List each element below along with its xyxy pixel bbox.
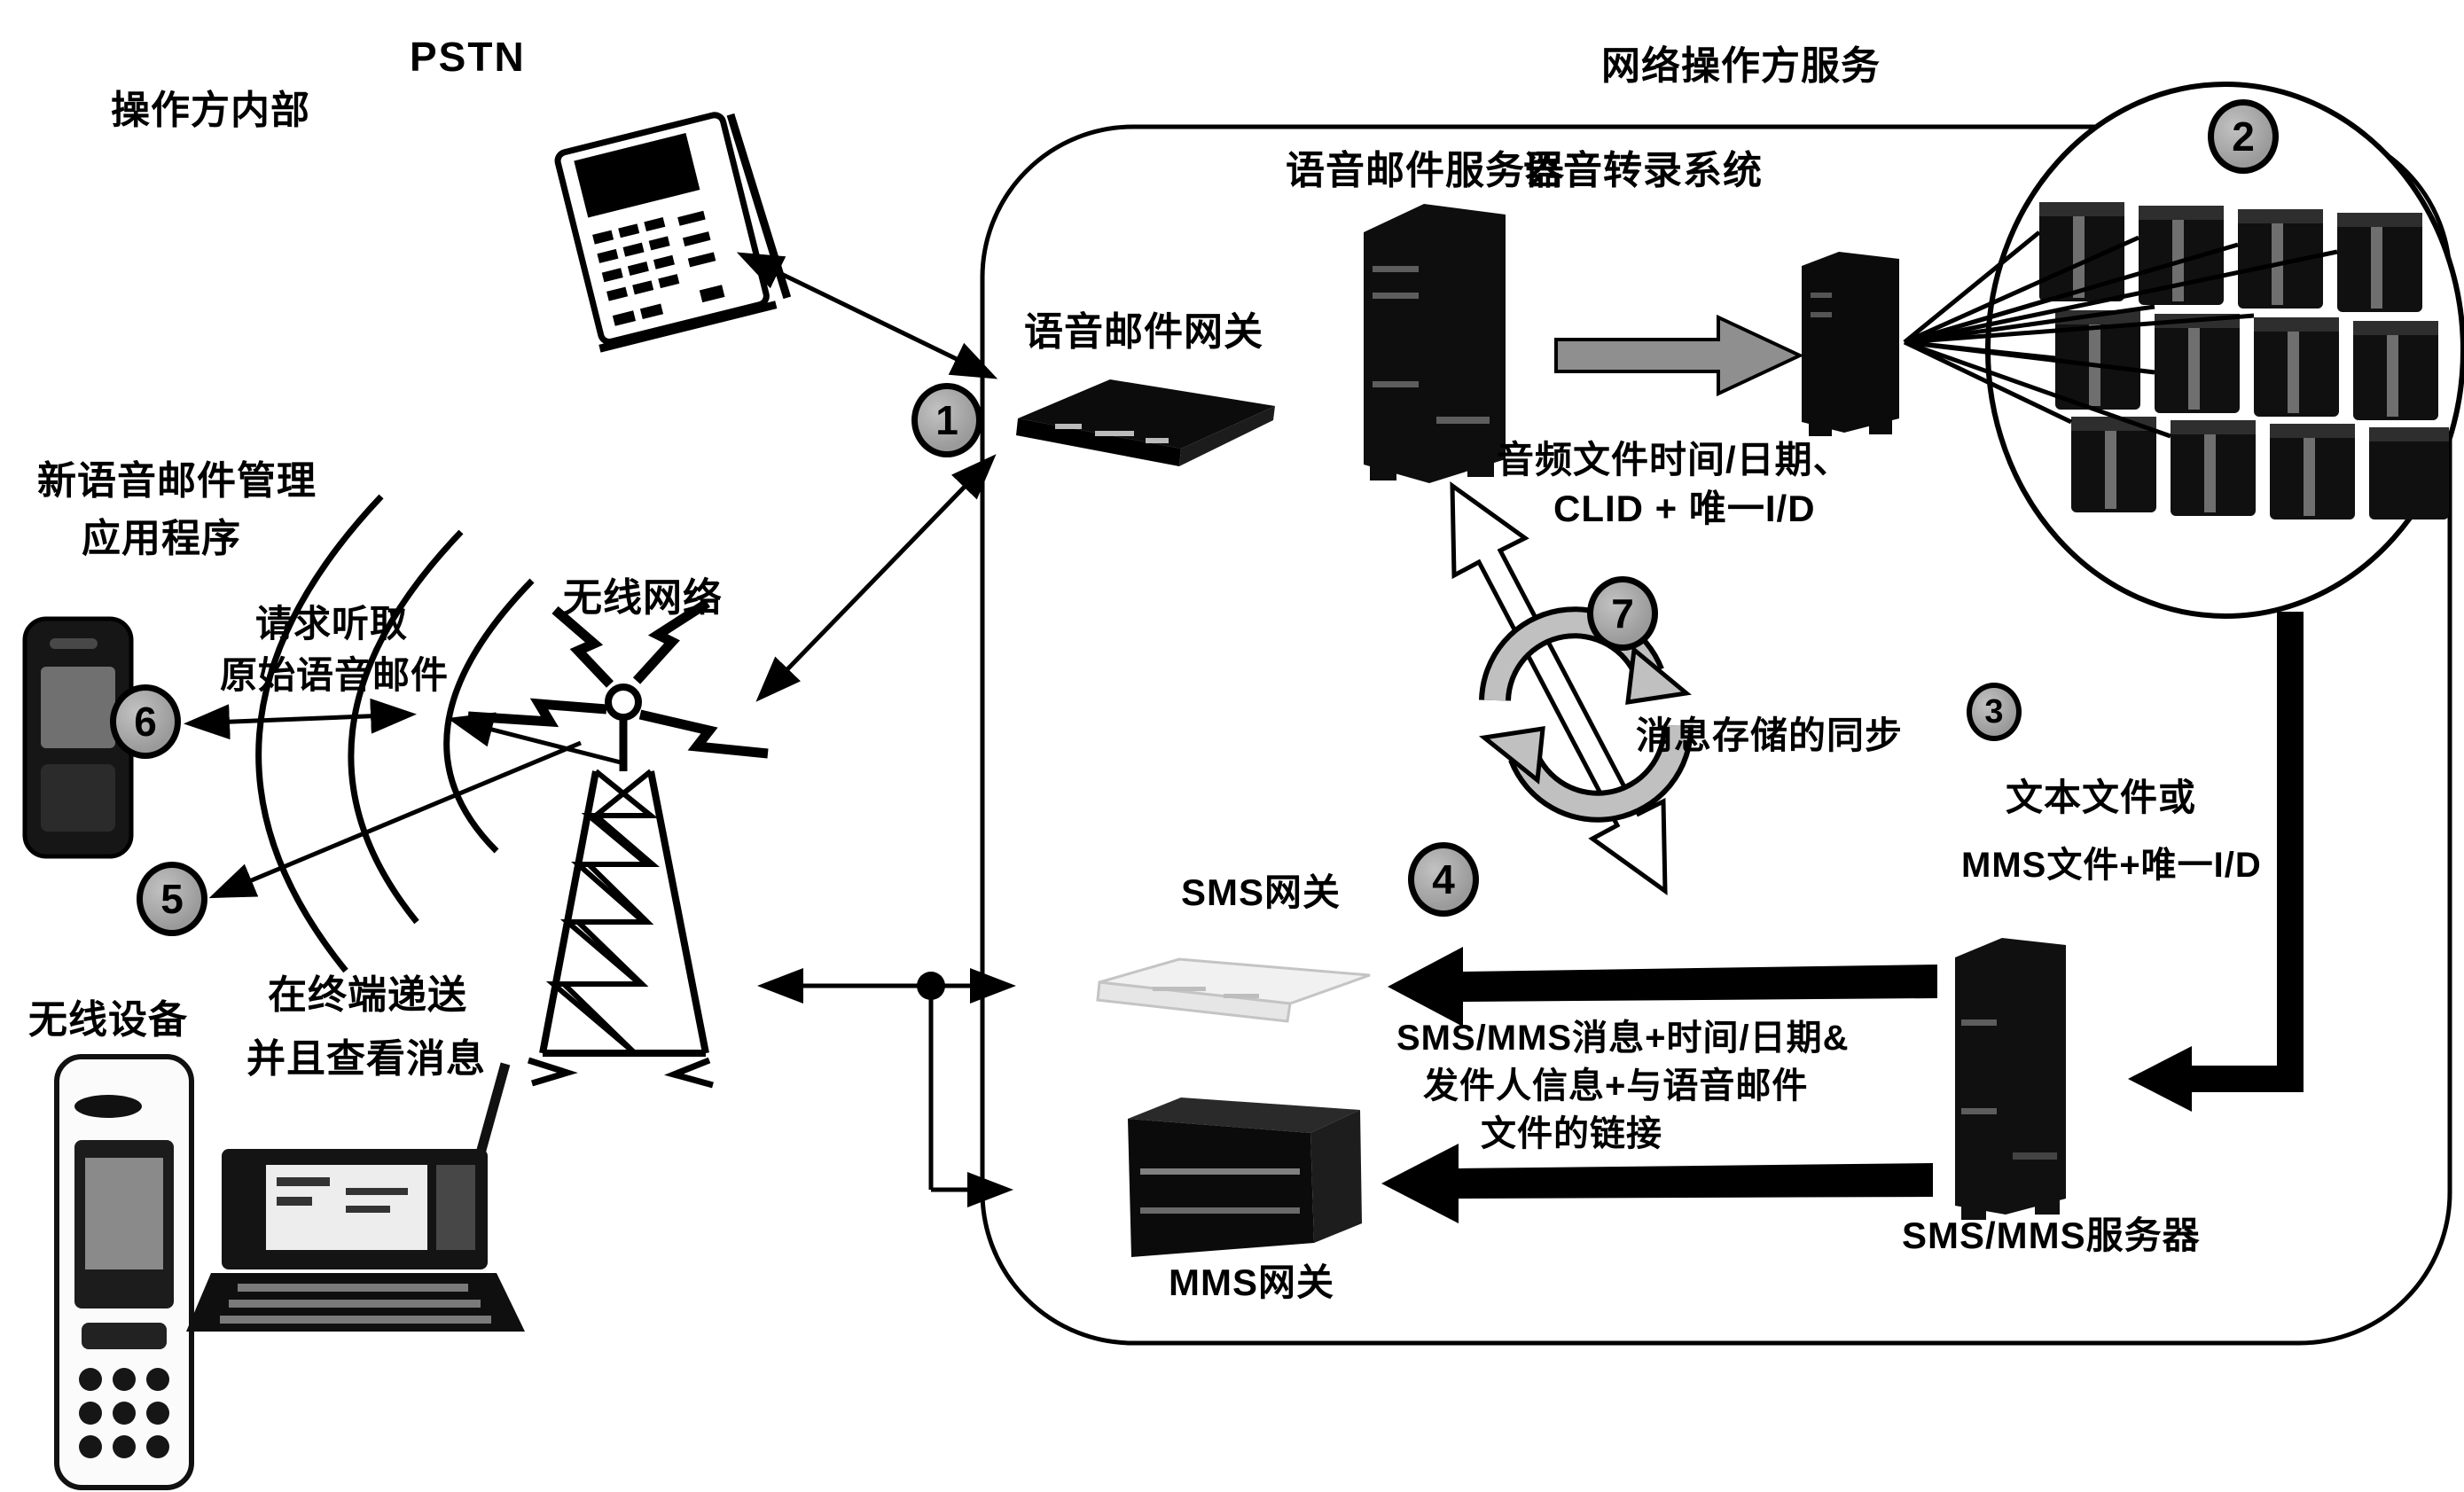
step-circle-4: 4	[1408, 842, 1479, 917]
node-label-voicemail-server: 语音邮件服务器	[1286, 149, 1565, 192]
annotation-new-voicemail-app-line1: 新语音邮件管理	[37, 459, 317, 503]
wireless-tower-icon	[467, 598, 769, 1089]
server-rack-icon	[2039, 202, 2449, 519]
node-label-pstn: PSTN	[410, 34, 526, 80]
transcription-system-icon	[1802, 252, 1899, 436]
transcription-fanout-lines	[1903, 230, 2338, 439]
sms-message-arrow	[1388, 947, 1937, 1027]
step-circle-2: 2	[2208, 99, 2279, 174]
arrow-pstn-gateway	[736, 252, 998, 379]
sms-gateway-icon	[1096, 957, 1371, 1023]
node-label-sms-mms-server: SMS/MMS服务器	[1902, 1215, 2201, 1256]
connector-arrows	[184, 252, 1016, 1207]
node-label-wireless-network: 无线网络	[563, 576, 723, 620]
annotation-sms-mms-message-line2: 发件人信息+与语音邮件	[1423, 1066, 1809, 1105]
arrow-delivery-step5	[208, 740, 582, 899]
audio-flow-arrow	[1554, 314, 1804, 397]
node-label-wireless-device: 无线设备	[28, 998, 188, 1042]
voicemail-server-icon	[1364, 204, 1506, 483]
region-label-operator-internal: 操作方内部	[111, 89, 310, 132]
laptop-icon	[186, 1062, 525, 1332]
annotation-request-listen-line1: 请求听取	[255, 603, 409, 644]
radio-waves-icon	[255, 494, 535, 973]
arrow-tower-gateway	[755, 454, 997, 702]
annotation-sync-message-store: 消息存储的同步	[1636, 715, 1904, 756]
step-circle-3: 3	[1967, 683, 2022, 741]
step-circle-6: 6	[110, 684, 181, 759]
node-label-mms-gateway: MMS网关	[1169, 1262, 1334, 1303]
annotation-audio-file-line2: CLID + 唯一I/D	[1553, 488, 1816, 529]
annotation-sms-mms-message-line3: 文件的链接	[1481, 1114, 1662, 1153]
annotation-new-voicemail-app-line2: 应用程序	[82, 517, 241, 560]
voicemail-gateway-icon	[1016, 379, 1275, 466]
annotation-sms-mms-message-line1: SMS/MMS消息+时间/日期&	[1396, 1019, 1850, 1058]
annotation-audio-file-line1: 音频文件时间/日期、	[1497, 439, 1851, 480]
annotation-deliver-view-line1: 在终端递送	[268, 973, 467, 1017]
arrow-phone-tower	[184, 698, 417, 740]
mms-message-arrow	[1381, 1144, 1933, 1223]
arrow-tower-phone	[447, 712, 622, 765]
sms-mms-server-icon	[1955, 938, 2066, 1220]
step-circle-5: 5	[137, 862, 207, 936]
region-label-network-operator-services: 网络操作方服务	[1601, 44, 1881, 88]
annotation-text-file-line2: MMS文件+唯一I/D	[1961, 846, 2262, 885]
mms-gateway-icon	[1128, 1098, 1362, 1257]
annotation-text-file-line1: 文本文件或	[2006, 777, 2197, 818]
node-label-sms-gateway: SMS网关	[1181, 871, 1342, 913]
wireless-handset-icon	[54, 1054, 194, 1490]
step-circle-1: 1	[911, 383, 982, 457]
textfile-elbow-arrow	[2128, 612, 2304, 1112]
junction-dot	[917, 972, 945, 1000]
node-label-transcription-system: 语音转录系统	[1523, 149, 1763, 192]
annotation-deliver-view-line2: 并且查看消息	[246, 1037, 486, 1081]
network-services-boundary	[980, 124, 2452, 1346]
step-circle-7: 7	[1587, 576, 1658, 651]
pstn-phone-icon	[554, 112, 792, 353]
node-label-voicemail-gateway: 语音邮件网关	[1024, 310, 1263, 354]
mobile-phone-icon	[22, 616, 134, 859]
annotation-request-listen-line2: 原始语音邮件	[220, 654, 450, 696]
